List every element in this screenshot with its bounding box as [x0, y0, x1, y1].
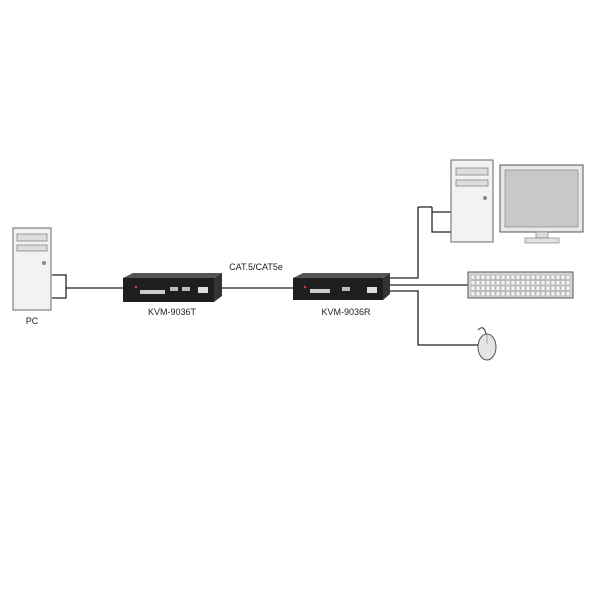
keyboard-key	[550, 280, 556, 286]
keyboard-key	[555, 285, 561, 291]
keyboard-key	[475, 291, 481, 297]
keyboard-key	[535, 274, 541, 280]
keyboard-key	[560, 280, 566, 286]
keyboard-key	[485, 285, 491, 291]
keyboard-key	[540, 291, 546, 297]
keyboard-key	[470, 280, 476, 286]
keyboard-key	[540, 274, 546, 280]
keyboard-key	[555, 274, 561, 280]
keyboard-key	[505, 285, 511, 291]
keyboard-key	[500, 274, 506, 280]
keyboard-key	[495, 291, 501, 297]
keyboard-key	[530, 280, 536, 286]
keyboard-key	[525, 285, 531, 291]
keyboard-key	[470, 285, 476, 291]
keyboard-key	[515, 291, 521, 297]
keyboard-key	[480, 291, 486, 297]
keyboard-key	[475, 280, 481, 286]
keyboard-key	[550, 285, 556, 291]
keyboard-key	[470, 274, 476, 280]
keyboard-key	[545, 274, 551, 280]
keyboard-key	[485, 274, 491, 280]
keyboard-key	[545, 280, 551, 286]
keyboard-key	[505, 280, 511, 286]
keyboard-key	[500, 280, 506, 286]
keyboard-key	[510, 285, 516, 291]
keyboard-key	[525, 291, 531, 297]
keyboard-key	[510, 280, 516, 286]
keyboard-key	[565, 285, 571, 291]
keyboard-key	[540, 285, 546, 291]
keyboard-key	[495, 280, 501, 286]
keyboard-key	[565, 291, 571, 297]
keyboard-key	[485, 291, 491, 297]
keyboard-key	[500, 291, 506, 297]
keyboard-key	[480, 280, 486, 286]
keyboard-key	[490, 285, 496, 291]
kvm-9036r-device-icon	[293, 273, 390, 300]
keyboard-key	[510, 291, 516, 297]
keyboard-key	[565, 280, 571, 286]
keyboard-key	[520, 274, 526, 280]
receiver-label: KVM-9036R	[321, 307, 371, 317]
keyboard-key	[560, 274, 566, 280]
keyboard-key	[470, 291, 476, 297]
keyboard-icon	[467, 271, 574, 299]
keyboard-key	[525, 274, 531, 280]
keyboard-key	[550, 291, 556, 297]
keyboard-key	[535, 291, 541, 297]
keyboard-key	[490, 291, 496, 297]
monitor-icon	[499, 164, 584, 244]
keyboard-key	[485, 280, 491, 286]
keyboard-key	[515, 280, 521, 286]
mouse-icon	[477, 327, 497, 361]
keyboard-key	[550, 274, 556, 280]
keyboard-key	[505, 274, 511, 280]
connection-lines	[52, 206, 478, 346]
keyboard-key	[540, 280, 546, 286]
keyboard-key	[520, 291, 526, 297]
keyboard-key	[520, 280, 526, 286]
keyboard-key	[480, 285, 486, 291]
keyboard-key	[530, 274, 536, 280]
kvm-9036t-device-icon	[123, 273, 222, 302]
keyboard-key	[545, 291, 551, 297]
keyboard-key	[490, 274, 496, 280]
keyboard-key	[560, 291, 566, 297]
keyboard-key	[475, 285, 481, 291]
keyboard-key	[490, 280, 496, 286]
transmitter-label: KVM-9036T	[147, 307, 197, 317]
keyboard-key	[520, 285, 526, 291]
keyboard-key	[565, 274, 571, 280]
keyboard-key	[510, 274, 516, 280]
keyboard-key	[500, 285, 506, 291]
keyboard-key	[535, 280, 541, 286]
keyboard-key	[560, 285, 566, 291]
cable-label: CAT.5/CAT5e	[229, 262, 283, 272]
keyboard-key	[480, 274, 486, 280]
keyboard-key	[535, 285, 541, 291]
keyboard-key	[515, 285, 521, 291]
keyboard-key	[495, 285, 501, 291]
pc-tower-icon	[12, 227, 52, 311]
keyboard-key	[515, 274, 521, 280]
keyboard-key	[505, 291, 511, 297]
keyboard-key	[530, 291, 536, 297]
pc-label: PC	[25, 316, 39, 326]
keyboard-key	[530, 285, 536, 291]
server-tower-icon	[450, 159, 494, 243]
keyboard-key	[545, 285, 551, 291]
keyboard-key	[555, 291, 561, 297]
keyboard-key	[525, 280, 531, 286]
keyboard-key	[495, 274, 501, 280]
keyboard-key	[555, 280, 561, 286]
keyboard-key	[475, 274, 481, 280]
